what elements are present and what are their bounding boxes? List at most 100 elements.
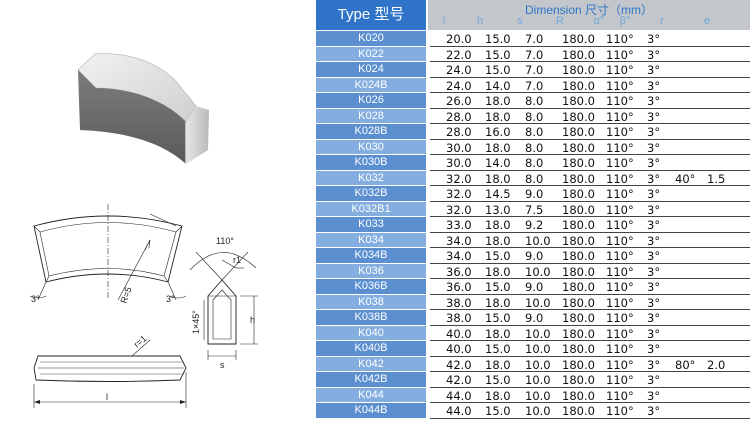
cell-h: 18.0 bbox=[485, 218, 511, 232]
cell-beta: 3° bbox=[647, 280, 661, 294]
cell-h: 18.0 bbox=[485, 388, 511, 403]
cell-beta: 3° bbox=[647, 171, 661, 186]
cell-h: 18.0 bbox=[485, 264, 511, 279]
col-header-e: e bbox=[703, 15, 711, 27]
type-cell: K040 bbox=[316, 325, 426, 340]
cell-l: 24.0 bbox=[446, 78, 472, 93]
col-header-h: h bbox=[476, 15, 484, 27]
cell-alpha: 110° bbox=[606, 32, 634, 46]
type-cell: K030B bbox=[316, 155, 426, 170]
cell-l: 42.0 bbox=[446, 373, 472, 387]
cell-R: 180.0 bbox=[562, 249, 595, 263]
side-view-drawing bbox=[33, 339, 187, 408]
col-header-alpha: α° bbox=[593, 15, 605, 27]
cell-s: 10.0 bbox=[525, 264, 551, 279]
cell-l: 30.0 bbox=[446, 140, 472, 155]
row-divider bbox=[430, 340, 750, 341]
cell-beta: 3° bbox=[647, 404, 661, 418]
type-cell: K020 bbox=[316, 31, 426, 46]
cell-beta: 3° bbox=[647, 357, 661, 372]
row-divider bbox=[430, 355, 750, 357]
row-divider bbox=[430, 92, 750, 93]
cell-alpha: 110° bbox=[606, 249, 634, 263]
cell-l: 34.0 bbox=[446, 249, 472, 263]
cell-alpha: 110° bbox=[606, 187, 634, 201]
type-cell: K033 bbox=[316, 217, 426, 232]
cell-beta: 3° bbox=[647, 218, 661, 232]
cell-l: 22.0 bbox=[446, 47, 472, 62]
row-divider bbox=[430, 200, 750, 202]
cell-R: 180.0 bbox=[562, 373, 595, 387]
cell-R: 180.0 bbox=[562, 47, 595, 62]
type-cell: K026 bbox=[316, 93, 426, 108]
type-cell: K042 bbox=[316, 356, 426, 371]
cell-beta: 3° bbox=[647, 78, 661, 93]
type-cell: K042B bbox=[316, 372, 426, 387]
cell-alpha: 110° bbox=[606, 94, 634, 108]
side-radius-label: r=1 bbox=[132, 333, 149, 349]
cell-beta: 3° bbox=[647, 63, 661, 77]
cell-l: 26.0 bbox=[446, 94, 472, 108]
cell-h: 18.0 bbox=[485, 326, 511, 341]
cell-alpha: 110° bbox=[606, 326, 634, 341]
cell-l: 32.0 bbox=[446, 202, 472, 217]
cell-e: 2.0 bbox=[707, 357, 726, 372]
cell-beta: 3° bbox=[647, 388, 661, 403]
cell-beta: 3° bbox=[647, 264, 661, 279]
cell-s: 8.0 bbox=[525, 94, 544, 108]
cell-s: 7.0 bbox=[525, 63, 544, 77]
cell-s: 10.0 bbox=[525, 388, 551, 403]
tip-end-face bbox=[186, 106, 209, 164]
cell-alpha: 110° bbox=[606, 404, 634, 418]
cell-h: 15.0 bbox=[485, 63, 511, 77]
cell-beta: 3° bbox=[647, 342, 661, 356]
cell-h: 15.0 bbox=[485, 342, 511, 356]
cell-alpha: 110° bbox=[606, 78, 634, 93]
type-cell: K032 bbox=[316, 170, 426, 185]
type-cell: K024B bbox=[316, 77, 426, 92]
row-divider bbox=[430, 216, 750, 217]
cell-l: 32.0 bbox=[446, 187, 472, 201]
type-cell: K032B1 bbox=[316, 201, 426, 216]
cell-s: 7.0 bbox=[525, 32, 544, 46]
cell-l: 44.0 bbox=[446, 388, 472, 403]
cell-l: 36.0 bbox=[446, 264, 472, 279]
cell-s: 9.0 bbox=[525, 280, 544, 294]
cell-l: 34.0 bbox=[446, 233, 472, 248]
cell-h: 18.0 bbox=[485, 140, 511, 155]
cell-r: 40° bbox=[675, 171, 696, 186]
specification-table: Type 型号 Dimension 尺寸（mm） l h s R α° β° r… bbox=[316, 0, 750, 428]
cell-l: 28.0 bbox=[446, 109, 472, 124]
cell-R: 180.0 bbox=[562, 388, 595, 403]
cell-h: 14.5 bbox=[485, 187, 511, 201]
cell-beta: 3° bbox=[647, 94, 661, 108]
length-label: l bbox=[106, 392, 108, 402]
cell-h: 15.0 bbox=[485, 249, 511, 263]
cell-alpha: 110° bbox=[606, 388, 634, 403]
cell-R: 180.0 bbox=[562, 295, 595, 310]
cell-h: 16.0 bbox=[485, 125, 511, 139]
row-divider bbox=[430, 386, 750, 388]
row-divider bbox=[430, 231, 750, 233]
cell-s: 8.0 bbox=[525, 140, 544, 155]
chamfer-label: 1×45° bbox=[191, 310, 201, 334]
cell-beta: 3° bbox=[647, 311, 661, 325]
cell-R: 180.0 bbox=[562, 264, 595, 279]
cell-alpha: 110° bbox=[606, 63, 634, 77]
cell-s: 8.0 bbox=[525, 156, 544, 170]
cell-s: 8.0 bbox=[525, 171, 544, 186]
cell-R: 180.0 bbox=[562, 32, 595, 46]
cell-r: 80° bbox=[675, 357, 696, 372]
cell-R: 180.0 bbox=[562, 218, 595, 232]
angle-3-right-label: 3° bbox=[166, 294, 175, 304]
angle-3-left-label: 3° bbox=[31, 294, 40, 304]
